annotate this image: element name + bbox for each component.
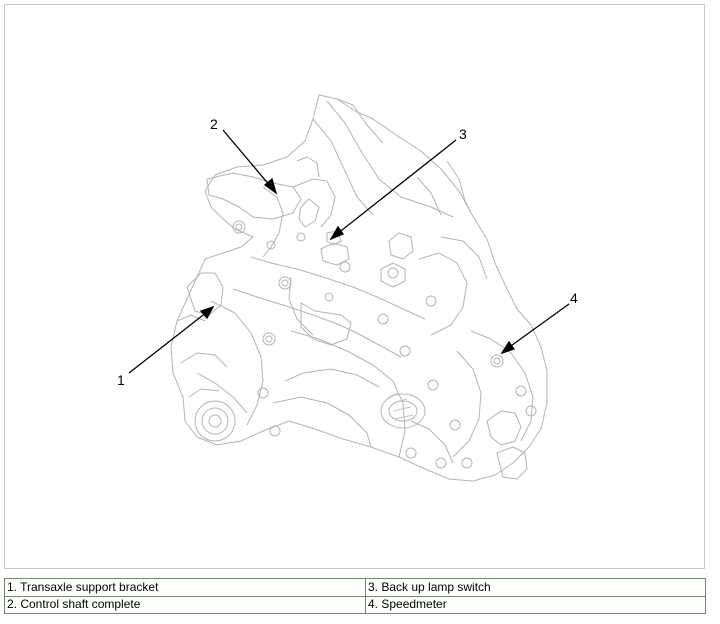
legend-item-back-up-lamp-switch: 3. Back up lamp switch (365, 578, 706, 597)
legend-item-control-shaft-complete: 2. Control shaft complete (4, 595, 366, 614)
legend-row: 1. Transaxle support bracket 3. Back up … (4, 578, 706, 597)
callout-4: 4 (570, 290, 578, 306)
legend-row: 2. Control shaft complete 4. Speedmeter (4, 595, 706, 614)
callout-3: 3 (459, 126, 467, 142)
callout-1: 1 (117, 372, 125, 388)
callout-2: 2 (210, 116, 218, 132)
bolt-icon (232, 220, 537, 469)
parts-legend-table: 1. Transaxle support bracket 3. Back up … (4, 578, 706, 614)
legend-item-speedmeter: 4. Speedmeter (365, 595, 706, 614)
transaxle-diagram: 1 2 3 4 (117, 94, 578, 482)
legend-item-transaxle-support-bracket: 1. Transaxle support bracket (4, 578, 366, 597)
transaxle-housing-outline (170, 94, 548, 482)
diagram-frame: 1 2 3 4 (4, 4, 705, 569)
